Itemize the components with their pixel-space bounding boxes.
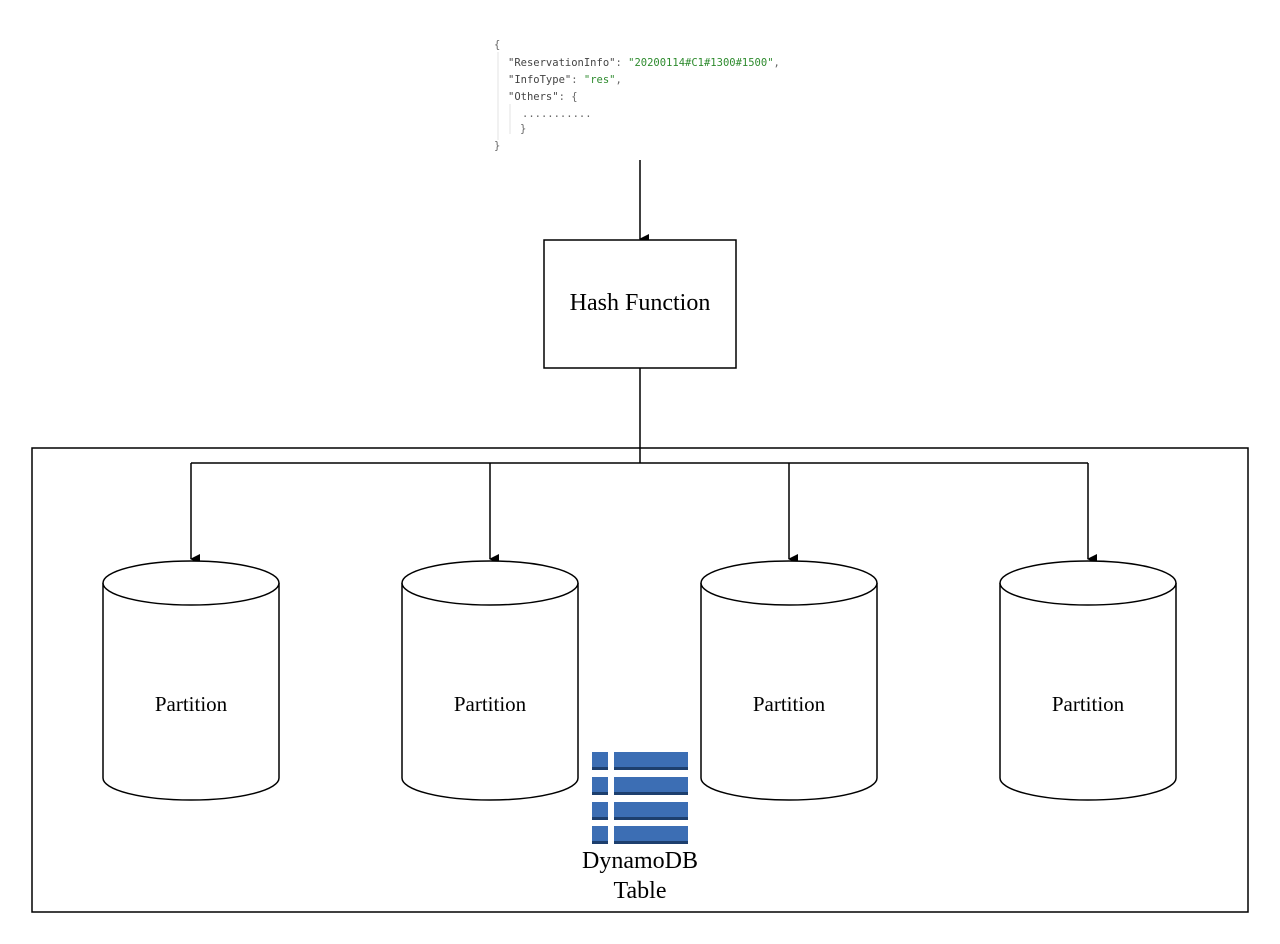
partition-label: Partition <box>155 692 228 716</box>
partition-cylinder: Partition <box>102 560 280 801</box>
json-inner-close: } <box>520 123 526 135</box>
hash-function-box: Hash Function <box>543 239 737 369</box>
partition-cylinder: Partition <box>700 560 878 801</box>
json-line-info-type: "InfoType": "res", <box>508 74 622 86</box>
partition-label: Partition <box>1052 692 1125 716</box>
json-line-reservation-info: "ReservationInfo": "20200114#C1#1300#150… <box>508 57 780 69</box>
dynamodb-table-icon <box>592 752 688 844</box>
json-ellipsis: ........... <box>522 108 592 120</box>
json-close-brace: } <box>494 140 500 152</box>
hash-connectors <box>190 368 1097 564</box>
dynamodb-label-line1: DynamoDB <box>582 848 698 874</box>
partition-cylinder: Partition <box>401 560 579 801</box>
dynamodb-label-line2: Table <box>614 878 667 904</box>
json-snippet: { "ReservationInfo": "20200114#C1#1300#1… <box>494 39 780 152</box>
hash-function-label: Hash Function <box>570 290 711 316</box>
partition-label: Partition <box>454 692 527 716</box>
partition-cylinder: Partition <box>999 560 1177 801</box>
json-line-others: "Others": { <box>508 91 578 103</box>
partition-label: Partition <box>753 692 826 716</box>
json-open-brace: { <box>494 39 500 51</box>
